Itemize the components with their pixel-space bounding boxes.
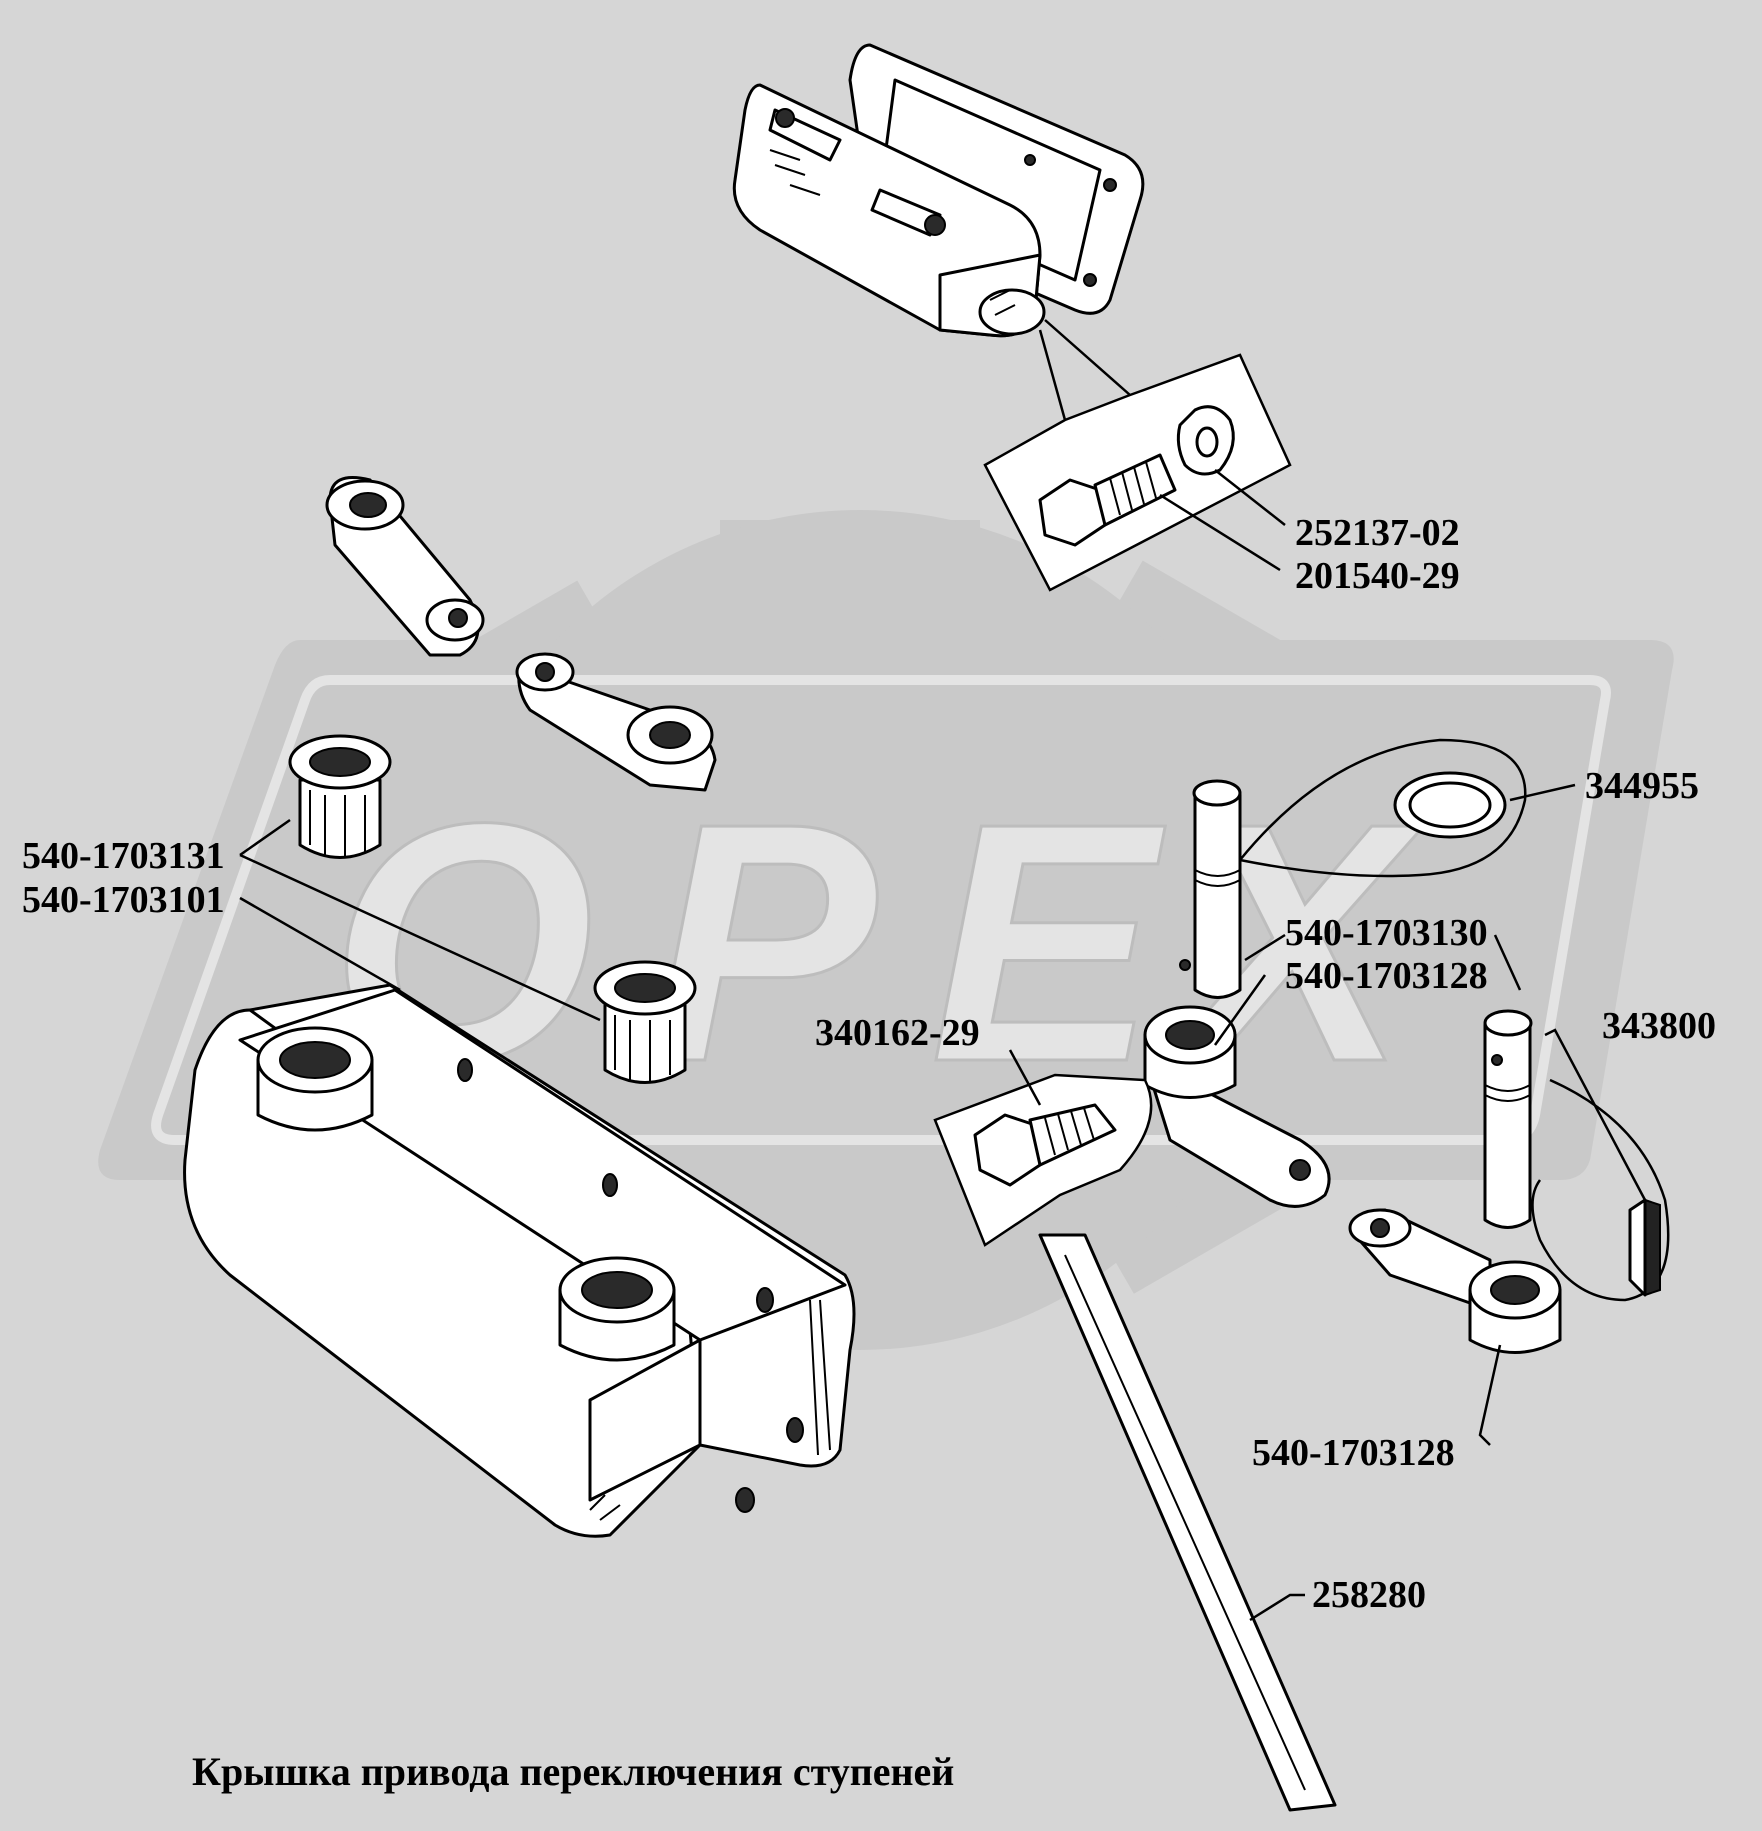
gasket-bolt-hole-2 [1083, 273, 1097, 287]
bushing-lower-shade [614, 1015, 671, 1082]
key-outline [1628, 1198, 1647, 1297]
label-343800: 343800 [1602, 1005, 1716, 1047]
shaft-lower-end [1483, 1009, 1533, 1037]
bushing-upper [288, 734, 392, 859]
tapered-bolt-thread [1044, 1107, 1095, 1156]
lever-middle [515, 652, 717, 792]
label-340162-29: 340162-29 [815, 1012, 980, 1054]
label-540-1703128-lower: 540-1703128 [1252, 1432, 1455, 1474]
shaft-upper-end [1192, 779, 1242, 807]
lever-mid-hole [649, 721, 691, 749]
diagram-caption: Крышка привода переключения ступеней [192, 1749, 954, 1794]
lever-ru-bore [1165, 1020, 1215, 1050]
bushing-upper-bore [309, 747, 371, 777]
shaft-lower-body [1483, 1023, 1532, 1229]
key-callout [1531, 1078, 1670, 1302]
inner-lever-middle-hole [924, 214, 946, 236]
shaft-lower-pin-hole [1491, 1054, 1503, 1066]
shaft-upper-body [1193, 793, 1242, 999]
bushing-lower-body [603, 1003, 687, 1084]
flange-hole-4 [786, 1417, 804, 1443]
boss-left-bore [279, 1041, 351, 1079]
long-rod-body [1038, 1233, 1337, 1812]
inner-lever-hole [775, 108, 795, 128]
long-rod-slot [1064, 1254, 1306, 1791]
leader-343800 [1544, 1028, 1647, 1201]
cover-hatching [769, 149, 1016, 316]
label-252137-02: 252137-02 [1295, 512, 1460, 554]
bolt-callout [983, 319, 1292, 592]
bushing-lower [593, 960, 697, 1084]
lever-rl-bore [1490, 1275, 1540, 1305]
spring-washer-hole [1195, 426, 1219, 458]
tapered-bolt-shank [1028, 1103, 1117, 1167]
gasket-bolt-hole-1 [1103, 178, 1117, 192]
label-201540-29: 201540-29 [1295, 555, 1460, 597]
small-cover-boss [978, 288, 1046, 336]
leader-lines [239, 469, 1647, 1622]
leader-340162 [1008, 1049, 1042, 1106]
shaft-lower-groove [1484, 1084, 1531, 1102]
bolt-callout-leader-left [1038, 329, 1067, 421]
bolt-shank [1093, 453, 1177, 527]
bushing-lower-bore [614, 973, 676, 1003]
flange-hole-2 [602, 1173, 618, 1197]
leader-1703130 [1244, 933, 1286, 962]
lever-upper-left [325, 476, 485, 657]
leader-1703130-line [1493, 934, 1522, 991]
leader-258280 [1249, 1593, 1305, 1622]
main-cover-top-face [238, 988, 847, 1342]
inner-lever-middle [870, 188, 942, 237]
lever-ru-end-hole [1289, 1159, 1311, 1181]
leader-252137 [1214, 469, 1286, 526]
gasket-bolt-hole-3 [1024, 154, 1036, 166]
shaft-upper [1179, 779, 1242, 999]
main-cover-housing [183, 983, 856, 1538]
label-540-1703130: 540-1703130 [1285, 912, 1488, 954]
main-cover-edge-shade [589, 1299, 831, 1521]
lever-right-lower [1348, 1208, 1562, 1354]
label-258280: 258280 [1312, 1574, 1426, 1616]
shaft-upper-pin-hole [1179, 959, 1191, 971]
leader-344955 [1509, 783, 1576, 802]
leader-201540 [1159, 493, 1281, 572]
label-540-1703128-upper: 540-1703128 [1285, 955, 1488, 997]
main-cover-front-face [588, 1338, 702, 1502]
part-labels: 252137-02 201540-29 344955 540-1703131 5… [22, 512, 1716, 1616]
leader-1703128a [1213, 974, 1267, 1046]
watermark-letter-p: P [650, 753, 878, 1133]
label-344955: 344955 [1585, 765, 1699, 807]
flange-hole-1 [457, 1058, 473, 1082]
shaft-upper-groove [1194, 869, 1241, 887]
flange-hole-5 [735, 1487, 755, 1513]
lever-ul-hole [349, 492, 387, 518]
long-rod [1038, 1233, 1337, 1812]
shaft-lower [1483, 1009, 1533, 1229]
bolt-callout-leader-right [1044, 319, 1131, 396]
seal-ring [1393, 771, 1507, 839]
lever-right-upper [1143, 1005, 1331, 1208]
seal-ring-callout [1239, 738, 1527, 878]
bushing-upper-shade [309, 790, 366, 858]
lever-mid-left-hole [535, 662, 555, 682]
label-540-1703101: 540-1703101 [22, 879, 225, 921]
bushing-upper-body [298, 778, 382, 859]
lever-ul-end-hole [448, 608, 468, 628]
tapered-bolt-callout [933, 1073, 1153, 1247]
flange-hole-3 [756, 1287, 774, 1313]
small-cover-assembly [732, 43, 1145, 338]
leader-1703101 [239, 896, 401, 992]
seal-ring-inner [1408, 781, 1492, 829]
watermark-letter-e: E [930, 753, 1169, 1133]
leader-1703131 [239, 818, 601, 1022]
lever-rl-eye-hole [1370, 1218, 1390, 1238]
watermark: O P E X [98, 510, 1674, 1350]
label-540-1703131: 540-1703131 [22, 835, 225, 877]
main-cover-body [183, 1008, 702, 1538]
leader-1703128b [1478, 1344, 1502, 1446]
boss-right-bore [581, 1271, 653, 1309]
bolt-thread [1109, 461, 1157, 516]
